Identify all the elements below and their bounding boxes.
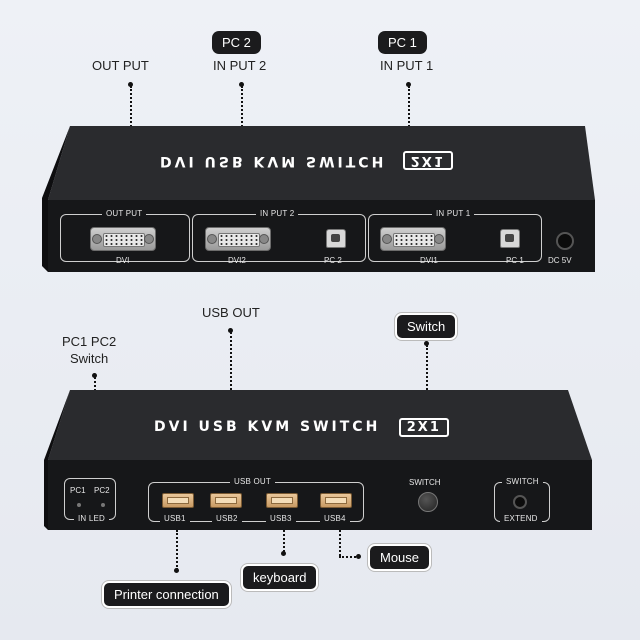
led-pc1-label: PC1 xyxy=(70,486,86,495)
bottom-model-badge: 2X1 xyxy=(398,418,449,437)
dc-power-jack[interactable] xyxy=(556,232,574,250)
input1-callout-label: IN PUT 1 xyxy=(380,58,434,73)
switch-extend-jack[interactable] xyxy=(513,495,527,509)
keyboard-leader-dot xyxy=(281,551,286,556)
top-model-badge: 2X1 xyxy=(402,151,453,170)
usb-out-panel-title: USB OUT xyxy=(230,477,275,486)
extend-label: EXTEND xyxy=(500,514,542,523)
input1-leader-dot xyxy=(406,82,411,87)
dvi-output-label: DVI xyxy=(116,256,130,265)
bottom-brand-group: DVI USB KVM SWITCH 2X1 xyxy=(154,418,449,437)
keyboard-callout-pill: keyboard xyxy=(241,564,319,591)
usb-out-callout-label: USB OUT xyxy=(202,305,260,320)
switch-leader-dot xyxy=(424,341,429,346)
in-led-label: IN LED xyxy=(74,514,109,523)
switch-button[interactable] xyxy=(418,492,438,512)
usb2-port[interactable] xyxy=(210,493,242,508)
input1-panel-title: IN PUT 1 xyxy=(432,209,475,218)
usb-out-leader-dot xyxy=(228,328,233,333)
output-panel-title: OUT PUT xyxy=(102,209,147,218)
dvi1-label: DVI1 xyxy=(420,256,438,265)
switch-callout-pill: Switch xyxy=(395,313,458,340)
printer-leader-line xyxy=(176,530,178,570)
top-brand-text: DVI USB KVM SWITCH xyxy=(160,153,387,169)
pc1-port-label: PC 1 xyxy=(506,256,524,265)
input2-callout-label: IN PUT 2 xyxy=(213,58,267,73)
dc-5v-label: DC 5V xyxy=(548,256,572,265)
pc1-led-indicator xyxy=(77,503,81,507)
top-brand-group: DVI USB KVM SWITCH 2X1 xyxy=(160,151,453,170)
usb4-port[interactable] xyxy=(320,493,352,508)
pc2-port-label: PC 2 xyxy=(324,256,342,265)
bottom-brand-text: DVI USB KVM SWITCH xyxy=(154,419,381,435)
mouse-leader-vertical xyxy=(339,530,341,556)
pc2-callout-pill: PC 2 xyxy=(212,31,261,54)
printer-leader-dot xyxy=(174,568,179,573)
printer-callout-pill: Printer connection xyxy=(102,581,231,608)
top-kvm-device: DVI USB KVM SWITCH 2X1 OUT PUT DVI IN PU… xyxy=(40,126,600,276)
pc-switch-callout-label: PC1 PC2 Switch xyxy=(62,333,116,367)
usb1-label: USB1 xyxy=(160,514,190,523)
pc2-led-indicator xyxy=(101,503,105,507)
dvi-output-port[interactable] xyxy=(90,227,156,251)
output-leader-dot xyxy=(128,82,133,87)
usb2-label: USB2 xyxy=(212,514,242,523)
pc-switch-callout-line2: Switch xyxy=(69,351,109,366)
pc1-usb-b-port[interactable] xyxy=(500,229,520,248)
pc2-usb-b-port[interactable] xyxy=(326,229,346,248)
input2-panel-title: IN PUT 2 xyxy=(256,209,299,218)
mouse-leader-horizontal xyxy=(339,556,359,558)
output-callout-label: OUT PUT xyxy=(92,58,149,73)
dvi1-input-port[interactable] xyxy=(380,227,446,251)
switch-extend-title: SWITCH xyxy=(502,477,543,486)
pc-switch-callout-line1: PC1 PC2 xyxy=(62,334,117,349)
usb1-port[interactable] xyxy=(162,493,194,508)
usb3-label: USB3 xyxy=(266,514,296,523)
pc-switch-leader-dot xyxy=(92,373,97,378)
mouse-leader-dot xyxy=(356,554,361,559)
usb4-label: USB4 xyxy=(320,514,350,523)
led-pc2-label: PC2 xyxy=(94,486,110,495)
usb3-port[interactable] xyxy=(266,493,298,508)
switch-button-label: SWITCH xyxy=(409,478,441,487)
bottom-kvm-device: DVI USB KVM SWITCH 2X1 PC1 PC2 IN LED US… xyxy=(44,390,596,532)
mouse-callout-pill: Mouse xyxy=(368,544,432,571)
input2-leader-dot xyxy=(239,82,244,87)
pc1-callout-pill: PC 1 xyxy=(378,31,427,54)
dvi2-label: DVI2 xyxy=(228,256,246,265)
keyboard-leader-line xyxy=(283,530,285,552)
dvi2-input-port[interactable] xyxy=(205,227,271,251)
